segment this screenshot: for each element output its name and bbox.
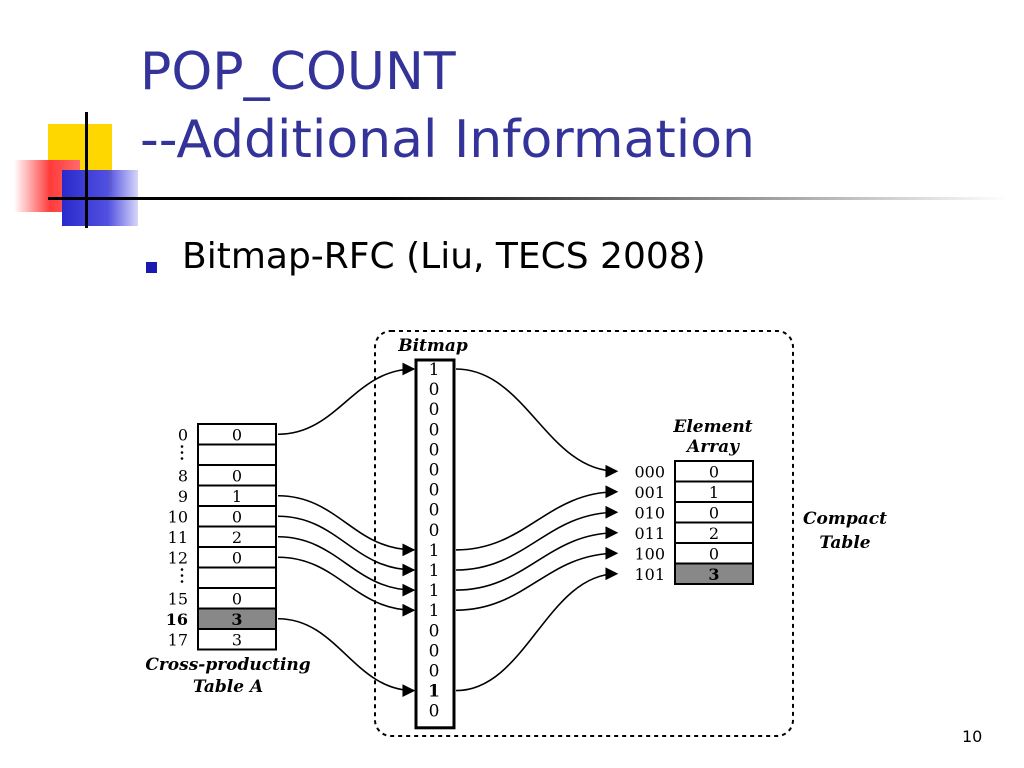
ellipsis-dot — [180, 445, 184, 448]
ellipsis-dot — [180, 574, 184, 577]
bitmap-bit: 0 — [429, 621, 440, 641]
arrow-table-to-bitmap — [277, 515, 416, 577]
table-a-value: 0 — [232, 426, 242, 445]
bitmap-bit: 0 — [429, 481, 440, 501]
table-a-index: 15 — [168, 590, 188, 609]
arrow-bitmap-to-element — [455, 505, 619, 571]
element-array-index: 000 — [634, 463, 665, 482]
bitmap-bit: 0 — [429, 420, 440, 440]
table-a-value: 0 — [232, 549, 242, 568]
bitmap-label: Bitmap — [397, 336, 468, 356]
table-a-index: 9 — [178, 487, 188, 506]
bullet-square-icon — [146, 262, 157, 273]
table-a-cell — [197, 628, 277, 651]
ellipsis-dot — [180, 451, 184, 454]
table-a-value: 0 — [232, 590, 242, 609]
bitmap-bit: 0 — [429, 702, 440, 722]
element-array-value: 0 — [709, 545, 719, 564]
diagram-svg: Bitmap1000000001111000100008190102110120… — [145, 330, 887, 737]
table-a-value: 3 — [232, 631, 242, 650]
element-array-label-line1: Element — [672, 417, 752, 437]
table-a-value: 3 — [231, 610, 242, 629]
compact-table-boundary — [374, 330, 794, 737]
table-a-cell — [197, 566, 277, 589]
arrow-bitmap-to-element — [455, 567, 619, 692]
element-array-index: 001 — [634, 483, 665, 502]
element-array-value: 0 — [709, 504, 719, 523]
table-a-value: 2 — [232, 528, 242, 547]
title-line-2: --Additional Information — [140, 110, 755, 170]
arrow-bitmap-to-element — [455, 368, 619, 478]
bullet-text: Bitmap-RFC (Liu, TECS 2008) — [182, 236, 706, 277]
element-array-index: 100 — [634, 545, 665, 564]
title-underline — [48, 197, 1008, 200]
bitmap-box — [414, 358, 456, 730]
bitmap-bit: 0 — [429, 440, 440, 460]
bitmap-bit: 0 — [429, 662, 440, 682]
element-array-index: 101 — [634, 565, 665, 584]
table-a-value: 0 — [232, 508, 242, 527]
compact-table-label-line2: Table — [819, 533, 870, 553]
ellipsis-dot — [180, 457, 184, 460]
table-a-label-line2: Table A — [193, 677, 263, 697]
deco-vertical-line — [85, 112, 88, 228]
arrow-bitmap-to-element — [455, 485, 619, 551]
ellipsis-dot — [180, 568, 184, 571]
bitmap-bit: 0 — [429, 641, 440, 661]
table-a-index: 0 — [178, 426, 188, 445]
element-array-index: 010 — [634, 504, 665, 523]
arrow-table-to-bitmap — [277, 535, 416, 597]
bitmap-bit: 0 — [429, 461, 440, 481]
bitmap-bit: 0 — [429, 501, 440, 521]
bitmap-bit: 1 — [429, 360, 440, 380]
table-a-index: 12 — [168, 549, 188, 568]
bitmap-bit: 1 — [429, 581, 440, 601]
title-line-1: POP_COUNT — [140, 42, 456, 102]
slide-title: POP_COUNT --Additional Information — [140, 38, 755, 174]
table-a-index: 8 — [178, 467, 188, 486]
element-array-label-line2: Array — [685, 437, 740, 457]
page-number: 10 — [962, 727, 983, 746]
table-a-index: 17 — [168, 631, 188, 650]
bitmap-bit: 0 — [429, 380, 440, 400]
arrow-bitmap-to-element — [455, 526, 619, 591]
arrow-table-to-bitmap — [277, 556, 416, 617]
compact-table-label-line1: Compact — [803, 509, 887, 529]
bitmap-bit: 1 — [429, 601, 440, 621]
bitmap-bit: 1 — [429, 561, 440, 581]
arrow-bitmap-to-element — [455, 546, 619, 611]
element-array-value: 2 — [709, 524, 719, 543]
bitmap-bit: 0 — [429, 521, 440, 541]
arrow-table-to-bitmap — [277, 362, 416, 436]
bitmap-bit: 1 — [429, 541, 440, 561]
table-a-index: 16 — [166, 610, 188, 629]
table-a-index: 11 — [168, 528, 188, 547]
table-a-label-line1: Cross-producting — [145, 655, 310, 675]
element-array-value: 3 — [708, 565, 719, 584]
table-a-value: 1 — [232, 487, 242, 506]
arrow-table-to-bitmap — [277, 494, 416, 557]
element-array-cell — [674, 562, 754, 585]
element-array-value: 1 — [709, 483, 719, 502]
table-a-value: 0 — [232, 467, 242, 486]
bitmap-bit: 1 — [428, 682, 440, 702]
ellipsis-dot — [180, 580, 184, 583]
arrow-table-to-bitmap — [277, 617, 416, 697]
table-a-index: 10 — [168, 508, 188, 527]
element-array-index: 011 — [634, 524, 665, 543]
element-array-value: 0 — [709, 463, 719, 482]
table-a-cell — [197, 443, 277, 466]
bitmap-bit: 0 — [429, 400, 440, 420]
